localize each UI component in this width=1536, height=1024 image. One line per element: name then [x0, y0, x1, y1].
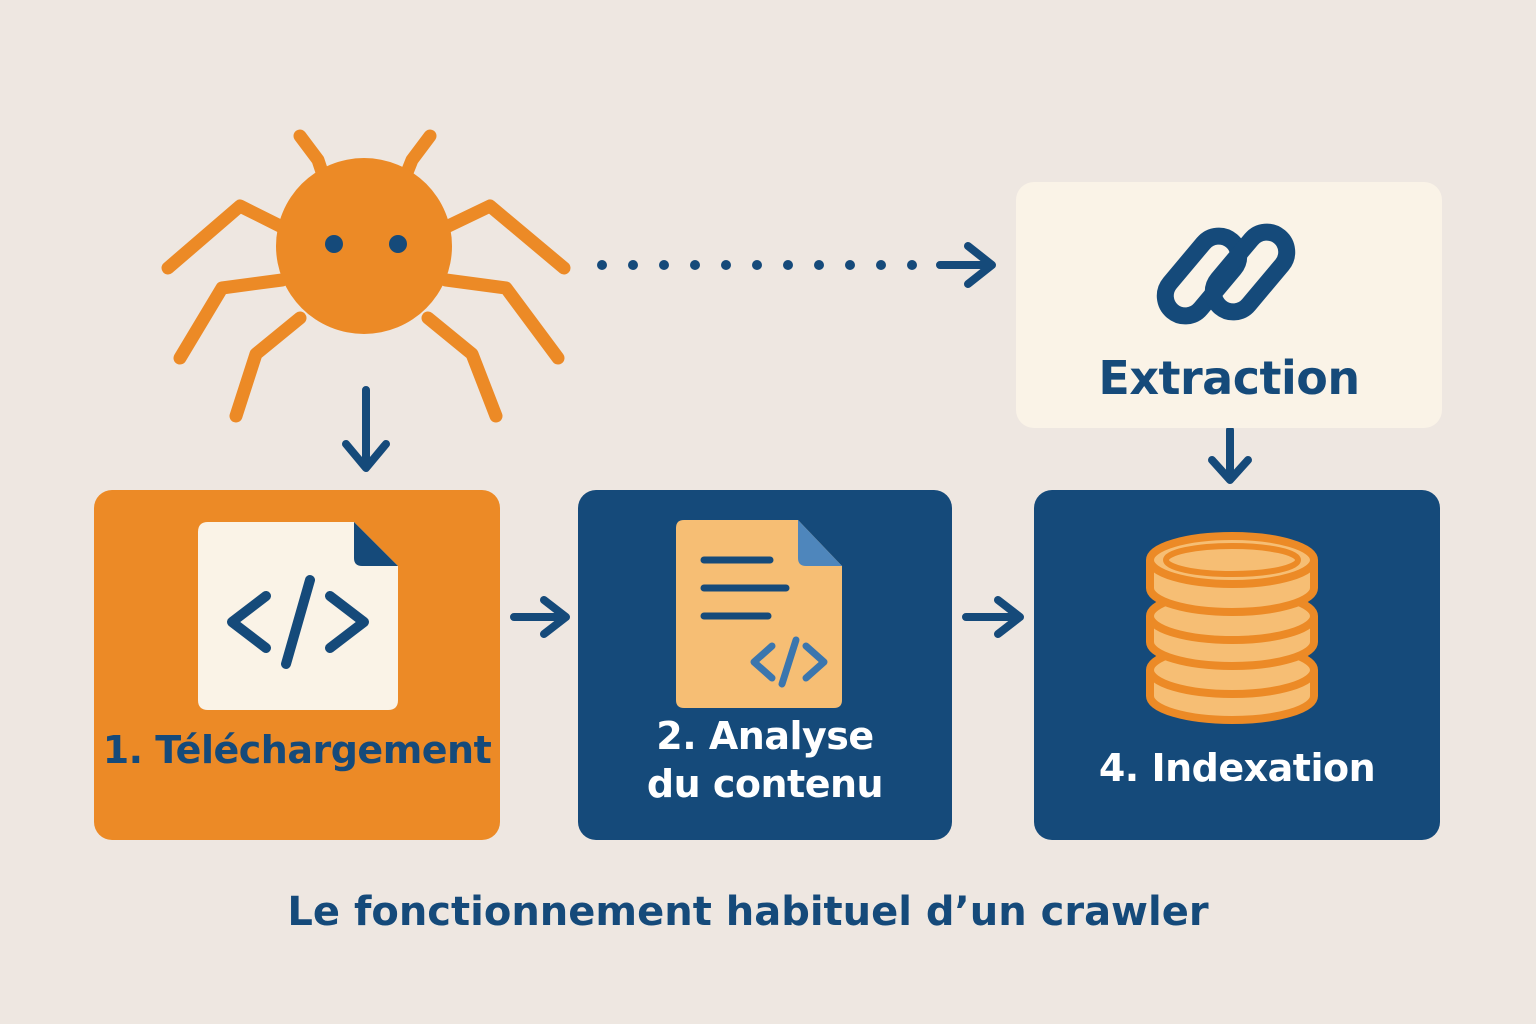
- spider-icon: [161, 129, 571, 423]
- document-code-icon: [676, 520, 842, 708]
- diagram-caption: Le fonctionnement habituel d’un crawler: [287, 889, 1209, 935]
- database-icon: [1146, 532, 1318, 724]
- arrow-right-1: [510, 596, 570, 638]
- arrow-down-spider: [342, 386, 390, 472]
- step-extract-box: Extraction: [1016, 182, 1442, 428]
- step-index-box: 4. Indexation: [1034, 490, 1440, 840]
- arrow-right-2: [962, 596, 1024, 638]
- code-file-icon: [198, 522, 398, 710]
- step-analyse-line1: 2. Analyse: [656, 714, 874, 758]
- arrow-down-extraction: [1208, 426, 1252, 484]
- step-index-label: 4. Indexation: [1098, 746, 1376, 790]
- step-analyse-box: 2. Analyse du contenu: [578, 490, 952, 840]
- step-analyse-label: 2. Analyse du contenu: [578, 712, 952, 808]
- step-download-label: 1. Téléchargement: [102, 728, 492, 772]
- step-analyse-line2: du contenu: [646, 762, 884, 806]
- dotted-arrow-to-extraction: [597, 242, 996, 288]
- chain-link-icon: [1156, 223, 1296, 325]
- step-download-box: 1. Téléchargement: [94, 490, 500, 840]
- step-extract-label: Extraction: [1098, 351, 1360, 405]
